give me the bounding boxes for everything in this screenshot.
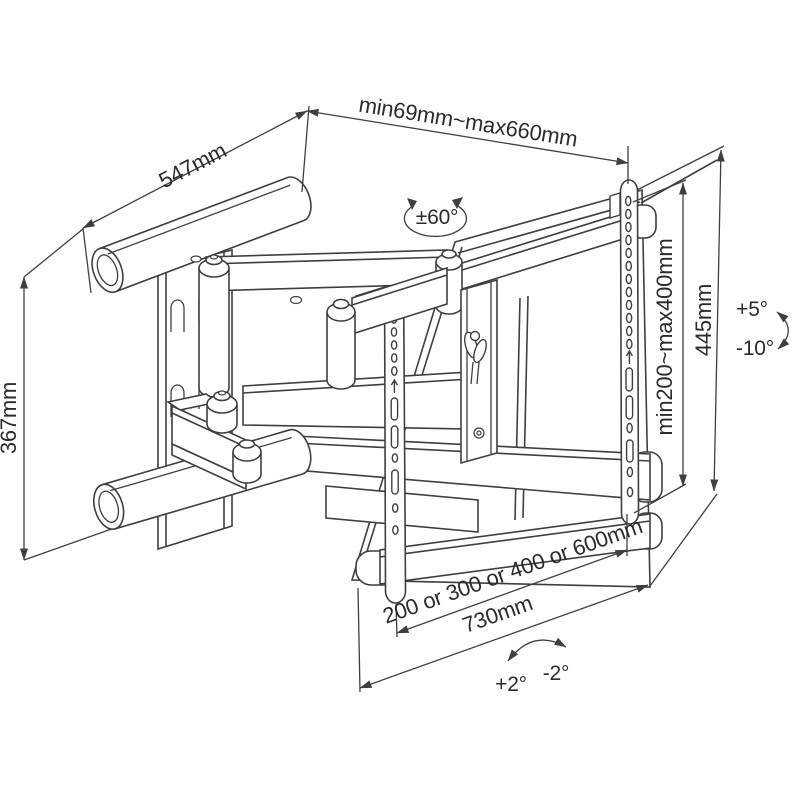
label-roll-minus: -2°: [543, 662, 569, 685]
vesa-rail-right: [609, 179, 640, 525]
dimension-lines: [20, 105, 790, 693]
label-tilt-up: +5°: [736, 298, 768, 321]
label-plate-height: 445mm: [691, 284, 716, 356]
carriage: [460, 278, 498, 465]
label-tilt-down: -10°: [736, 337, 774, 360]
wing-screw: [464, 330, 487, 385]
label-roll-plus: +2°: [495, 673, 527, 696]
label-wall-height: 367mm: [0, 382, 21, 454]
label-vesa-vertical: min200~max400mm: [652, 239, 677, 436]
lower-arm: [165, 390, 262, 491]
label-swivel: ±60°: [416, 206, 458, 229]
middle-arm-bar: [242, 371, 493, 430]
label-extension: min69mm~max660mm: [357, 92, 579, 152]
upper-arm: [190, 249, 463, 398]
label-top-width: 547mm: [155, 138, 231, 194]
